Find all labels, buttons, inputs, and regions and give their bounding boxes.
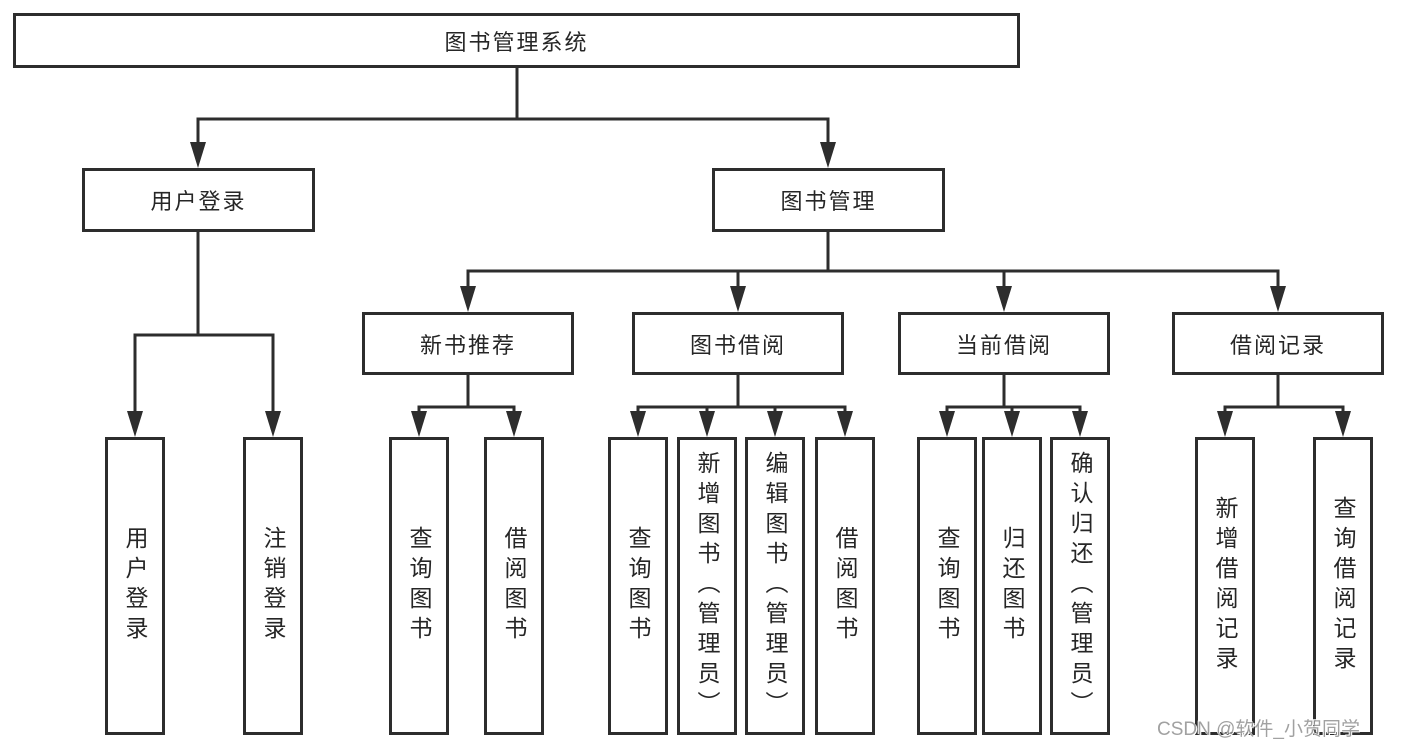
node-borrow-records: 借阅记录	[1172, 312, 1384, 375]
leaf-return-books-label: 归还图书	[999, 526, 1025, 646]
leaf-query-books-recommend-label: 查询图书	[406, 526, 432, 646]
leaf-query-borrow-record: 查询借阅记录	[1313, 437, 1373, 735]
leaf-query-books-recommend: 查询图书	[389, 437, 449, 735]
node-user-login: 用户登录	[82, 168, 315, 232]
leaf-borrow-books: 借阅图书	[815, 437, 875, 735]
leaf-user-login-label: 用户登录	[122, 526, 148, 646]
leaf-edit-books-admin: 编辑图书（管理员）	[745, 437, 805, 735]
csdn-watermark: CSDN @软件_小贺同学	[1157, 719, 1360, 740]
node-new-book-recommend: 新书推荐	[362, 312, 574, 375]
node-book-management: 图书管理	[712, 168, 945, 232]
leaf-add-borrow-record: 新增借阅记录	[1195, 437, 1255, 735]
node-current-borrow: 当前借阅	[898, 312, 1110, 375]
leaf-borrow-books-label: 借阅图书	[832, 526, 858, 646]
leaf-query-borrow-record-label: 查询借阅记录	[1330, 496, 1356, 676]
leaf-query-books-current: 查询图书	[917, 437, 977, 735]
leaf-logout-label: 注销登录	[260, 526, 286, 646]
leaf-query-books-borrow: 查询图书	[608, 437, 668, 735]
leaf-borrow-books-recommend-label: 借阅图书	[501, 526, 527, 646]
leaf-confirm-return-admin: 确认归还（管理员）	[1050, 437, 1110, 735]
leaf-borrow-books-recommend: 借阅图书	[484, 437, 544, 735]
leaf-add-books-admin: 新增图书（管理员）	[677, 437, 737, 735]
node-book-borrow: 图书借阅	[632, 312, 844, 375]
leaf-confirm-return-admin-label: 确认归还（管理员）	[1067, 451, 1093, 721]
node-root-system: 图书管理系统	[13, 13, 1020, 68]
leaf-return-books: 归还图书	[982, 437, 1042, 735]
leaf-add-borrow-record-label: 新增借阅记录	[1212, 496, 1238, 676]
leaf-edit-books-admin-label: 编辑图书（管理员）	[762, 451, 788, 721]
leaf-logout: 注销登录	[243, 437, 303, 735]
leaf-add-books-admin-label: 新增图书（管理员）	[694, 451, 720, 721]
leaf-query-books-borrow-label: 查询图书	[625, 526, 651, 646]
leaf-query-books-current-label: 查询图书	[934, 526, 960, 646]
leaf-user-login: 用户登录	[105, 437, 165, 735]
